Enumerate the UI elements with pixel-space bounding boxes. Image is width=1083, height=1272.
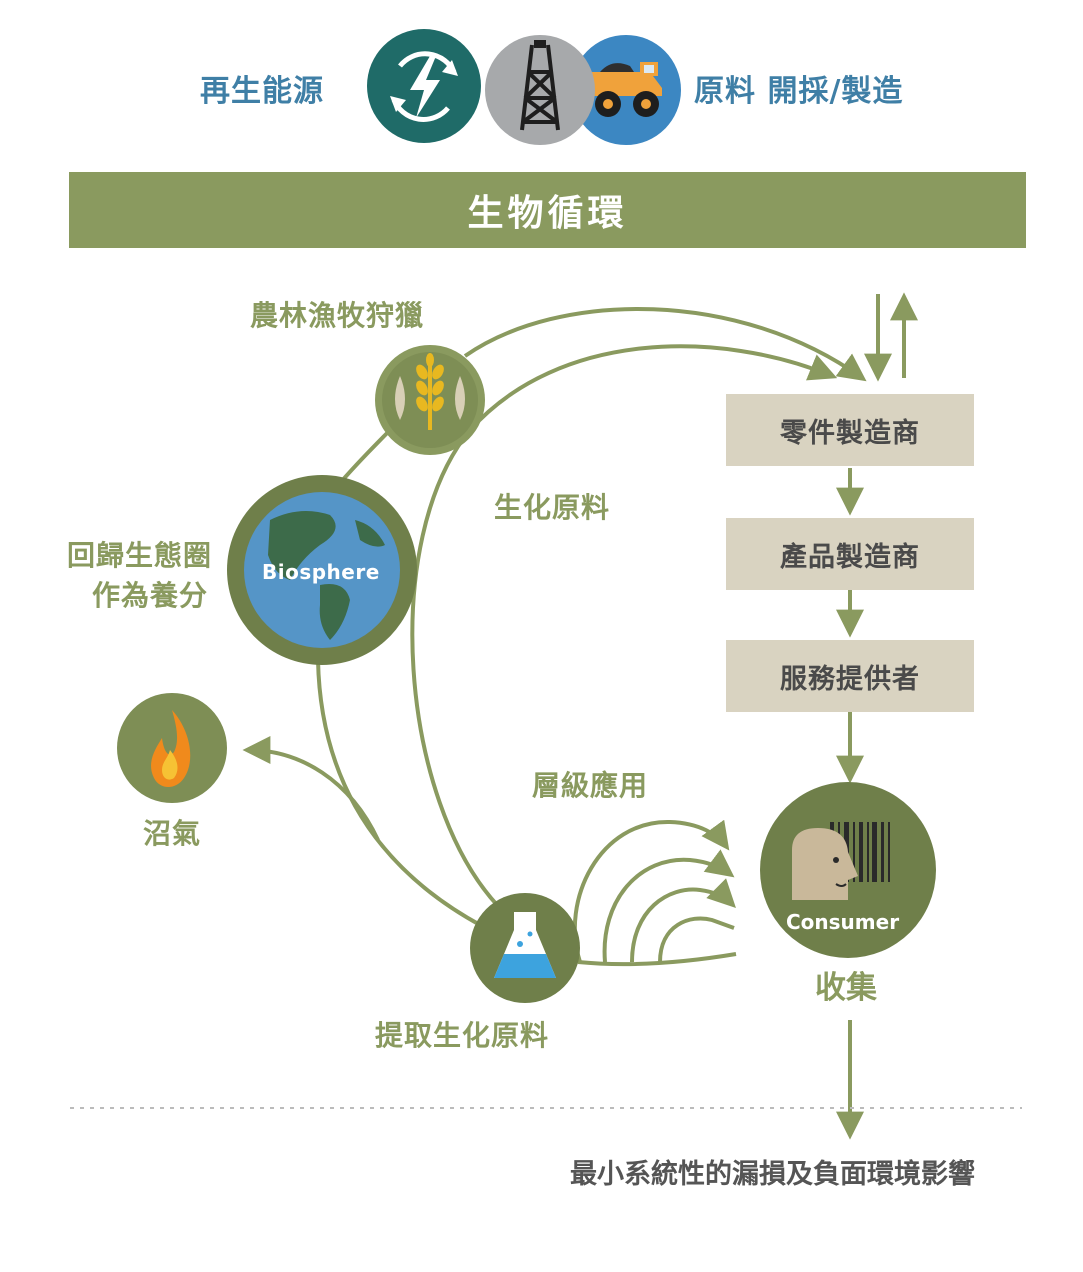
fish-wheat-icon	[375, 345, 485, 455]
renewable-energy-icon	[367, 29, 481, 143]
biological-cycle-banner: 生物循環	[69, 172, 1026, 248]
biosphere-label: Biosphere	[262, 560, 380, 584]
consumer-barcode-icon	[760, 782, 936, 958]
biogas-label: 沼氣	[143, 817, 202, 850]
raw-material-label: 原料 開採/製造	[694, 74, 904, 109]
return-to-biosphere-label-line1: 回歸生態圈	[66, 539, 212, 572]
consumer-label: Consumer	[786, 910, 900, 934]
flame-icon	[117, 693, 227, 803]
cascades-label: 層級應用	[532, 769, 649, 802]
return-to-biosphere-label-line2: 作為養分	[91, 579, 208, 612]
mining-truck-icon	[571, 35, 681, 145]
service-provider-box: 服務提供者	[726, 640, 974, 712]
oil-derrick-icon	[485, 35, 595, 145]
renewable-energy-label: 再生能源	[200, 74, 324, 109]
biochemical-feedstock-label: 生化原料	[494, 491, 611, 524]
extraction-label: 提取生化原料	[375, 1019, 550, 1052]
component-manufacturer-box: 零件製造商	[726, 394, 974, 466]
collection-label: 收集	[815, 970, 877, 1006]
product-manufacturer-box: 產品製造商	[726, 518, 974, 590]
leakage-impact-text: 最小系統性的漏損及負面環境影響	[570, 1159, 975, 1190]
agriculture-label: 農林漁牧狩獵	[250, 299, 425, 332]
flask-icon	[470, 893, 580, 1003]
globe-icon	[227, 475, 417, 665]
